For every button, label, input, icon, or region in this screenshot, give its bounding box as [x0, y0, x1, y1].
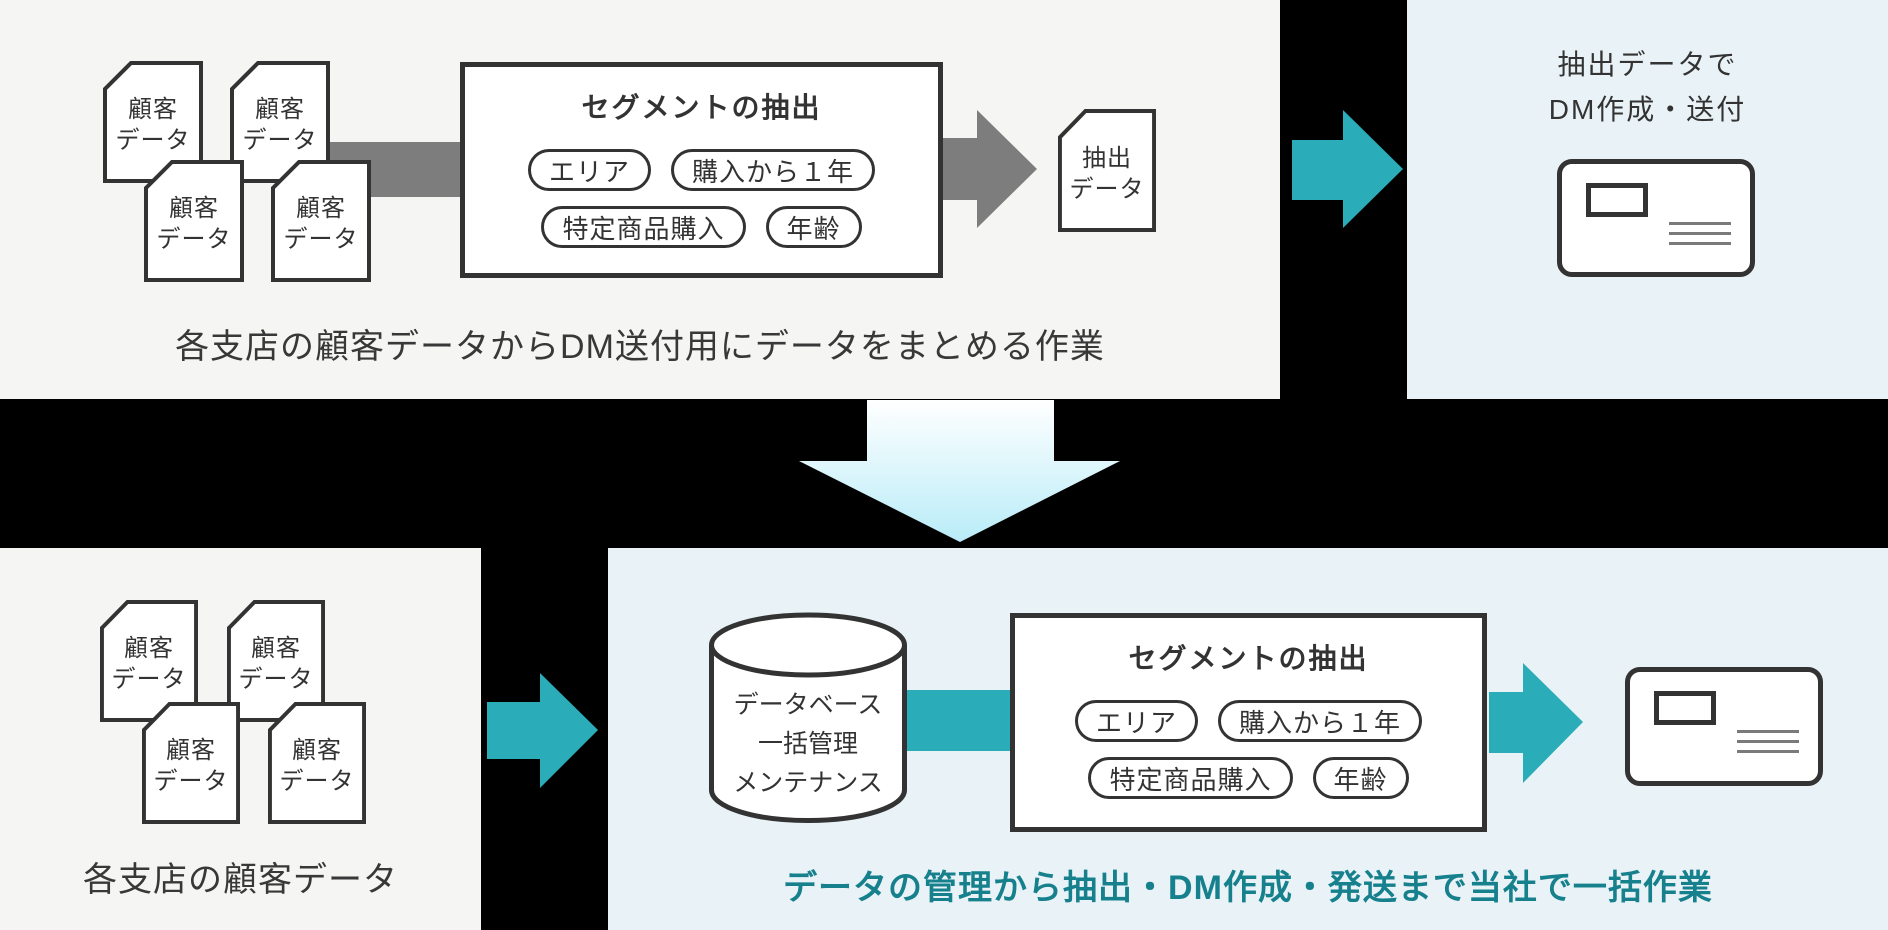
document-icon: [144, 160, 244, 282]
customer-data-doc-7: 顧客データ: [142, 702, 240, 824]
filter-pill-product: 特定商品購入: [1088, 757, 1293, 799]
dm-postcard-icon: [1557, 159, 1755, 277]
stamp-icon: [1586, 183, 1648, 217]
customer-data-doc-1: 顧客データ: [103, 61, 203, 183]
dm-result-title: 抽出データで DM作成・送付: [1407, 42, 1888, 132]
dm-result-title-line1: 抽出データで: [1557, 49, 1738, 80]
doc-label: 顧客: [128, 96, 178, 123]
document-icon: [227, 600, 325, 722]
filter-pill-age: 年齢: [1312, 757, 1409, 799]
customer-data-doc-6: 顧客データ: [227, 600, 325, 722]
segment-box-title: セグメントの抽出: [1128, 643, 1369, 674]
customer-data-doc-5: 顧客データ: [100, 600, 198, 722]
branch-data-panel: [0, 548, 481, 930]
customer-data-doc-4: 顧客データ: [271, 160, 371, 282]
database-flow-band: [906, 690, 1012, 751]
big-down-arrow-icon: [799, 400, 1120, 542]
filter-pill-age: 年齢: [765, 206, 862, 248]
teal-arrow-right-icon: [1292, 110, 1403, 228]
pill-row: エリア 購入から１年: [527, 149, 876, 191]
extracted-data-doc: 抽出データ: [1058, 109, 1156, 232]
document-icon: [271, 160, 371, 282]
gray-arrow-right-icon: [940, 110, 1037, 228]
document-icon: [142, 702, 240, 824]
database-icon: [708, 612, 908, 824]
pill-row: エリア 購入から１年: [1074, 700, 1423, 742]
filter-pill-one-year: 購入から１年: [1218, 700, 1423, 742]
pill-row: 特定商品購入 年齢: [1088, 757, 1409, 799]
filter-pill-one-year: 購入から１年: [671, 149, 876, 191]
pill-row: 特定商品購入 年齢: [541, 206, 862, 248]
filter-pill-area: エリア: [1074, 700, 1198, 742]
dm-result-title-line2: DM作成・送付: [1548, 94, 1747, 125]
segment-extraction-box-after: セグメントの抽出 エリア 購入から１年 特定商品購入 年齢: [1010, 613, 1487, 832]
dm-postcard-icon: [1625, 667, 1823, 786]
filter-pill-product: 特定商品購入: [541, 206, 746, 248]
teal-arrow-right-icon: [487, 673, 598, 788]
customer-data-doc-8: 顧客データ: [268, 702, 366, 824]
segment-extraction-box-before: セグメントの抽出 エリア 購入から１年 特定商品購入 年齢: [460, 62, 943, 278]
stamp-icon: [1654, 691, 1716, 725]
teal-arrow-right-icon: [1489, 663, 1583, 783]
customer-data-doc-2: 顧客データ: [230, 61, 330, 183]
address-lines-icon: [1737, 730, 1799, 760]
segment-box-title: セグメントの抽出: [581, 92, 822, 123]
after-caption: データの管理から抽出・DM作成・発送まで当社で一括作業: [783, 869, 1713, 907]
address-lines-icon: [1669, 222, 1731, 252]
document-icon: [100, 600, 198, 722]
filter-pill-area: エリア: [527, 149, 651, 191]
document-icon: [268, 702, 366, 824]
database-label: データベース 一括管理 メンテナンス: [733, 691, 883, 797]
branch-data-caption: 各支店の顧客データ: [83, 861, 398, 899]
document-icon: [1058, 109, 1156, 232]
before-caption: 各支店の顧客データからDM送付用にデータをまとめる作業: [175, 328, 1105, 366]
customer-data-doc-3: 顧客データ: [144, 160, 244, 282]
